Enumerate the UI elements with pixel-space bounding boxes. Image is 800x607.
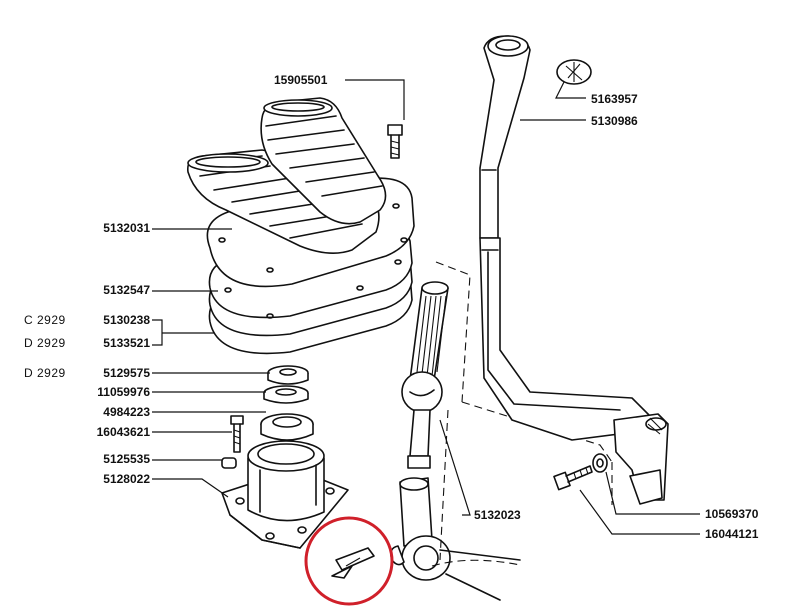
small-pin (331, 547, 375, 579)
label-5163957: 5163957 (591, 92, 638, 106)
bolt-15905501 (387, 124, 403, 159)
label-5132031: 5132031 (103, 221, 150, 235)
label-5132023: 5132023 (474, 508, 521, 522)
label-5128022: 5128022 (103, 472, 150, 486)
label-16043621: 16043621 (96, 425, 150, 439)
label-10569370: 10569370 (705, 507, 759, 521)
boot-5132031 (186, 97, 415, 288)
selector-yoke (390, 477, 521, 601)
highlight-circle (304, 516, 394, 606)
washer-11059976 (263, 385, 309, 404)
label-5129575: 5129575 (103, 366, 150, 380)
bushing-4984223 (260, 413, 314, 441)
label-15905501: 15905501 (274, 73, 328, 87)
bolt-16044121 (553, 465, 593, 491)
pin-5125535 (221, 457, 237, 469)
bushing-5129575 (267, 365, 309, 385)
prefix-c2929: C 2929 (24, 313, 66, 327)
prefix-d2929-a: D 2929 (24, 336, 66, 350)
label-16044121: 16044121 (705, 527, 759, 541)
label-5125535: 5125535 (103, 452, 150, 466)
washer-10569370 (592, 453, 608, 473)
label-11059976: 11059976 (97, 385, 150, 399)
bolt-16043621 (230, 415, 244, 453)
label-5133521: 5133521 (103, 336, 150, 350)
label-5130238: 5130238 (103, 313, 150, 327)
base-housing (221, 440, 349, 549)
knob-cap-5163957 (556, 59, 592, 85)
label-5132547: 5132547 (103, 283, 150, 297)
label-4984223: 4984223 (103, 405, 150, 419)
gear-lever-5130986 (479, 35, 669, 505)
prefix-d2929-b: D 2929 (24, 366, 66, 380)
leader-lines (152, 79, 700, 535)
splined-shaft-5132023 (401, 281, 449, 469)
dashed-outline (435, 261, 613, 561)
label-5130986: 5130986 (591, 114, 638, 128)
